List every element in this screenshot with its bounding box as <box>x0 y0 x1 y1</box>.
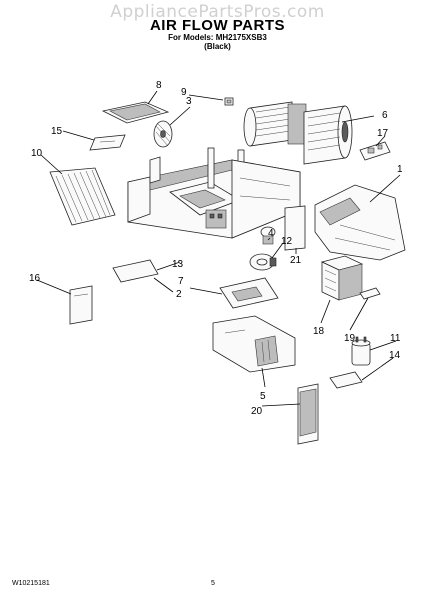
part-17-bracket <box>359 141 391 161</box>
page-title: AIR FLOW PARTS <box>149 17 286 34</box>
part-10-grille <box>49 167 116 226</box>
color-subtitle: (Black) <box>204 42 231 51</box>
callout-21: 21 <box>290 255 302 266</box>
callout-3: 3 <box>186 96 192 107</box>
callout-17: 17 <box>377 128 389 139</box>
page-number: 5 <box>211 580 215 587</box>
leader-lines <box>36 90 401 407</box>
callout-7: 7 <box>178 276 184 287</box>
part-20-vent <box>297 383 319 445</box>
part-9-clip <box>224 97 234 106</box>
callout-16: 16 <box>29 273 41 284</box>
part-14-bracket <box>329 371 363 389</box>
part-21-panel <box>284 205 306 251</box>
callout-numbers: 1 2 3 4 5 6 7 8 9 10 11 12 13 14 15 16 1… <box>29 80 403 417</box>
callout-1: 1 <box>397 164 403 175</box>
part-3-fan <box>153 120 173 148</box>
callout-6: 6 <box>382 110 388 121</box>
callout-13: 13 <box>172 259 184 270</box>
callout-18: 18 <box>313 326 325 337</box>
callout-10: 10 <box>31 148 43 159</box>
part-16-panel <box>69 285 93 325</box>
part-11-capacitor <box>351 336 371 366</box>
callout-8: 8 <box>156 80 162 91</box>
callout-5: 5 <box>260 391 266 402</box>
part-6-blower-motor <box>243 101 353 165</box>
part-7-plate <box>219 277 279 309</box>
part-5-vent-tray <box>212 315 296 373</box>
callout-14: 14 <box>389 350 401 361</box>
callout-9: 9 <box>181 87 187 98</box>
main-chassis <box>127 147 301 239</box>
watermark: AppliancePartsPros.com <box>110 2 325 22</box>
document-number: W10215181 <box>12 580 50 587</box>
callout-15: 15 <box>51 126 63 137</box>
callout-2: 2 <box>176 289 182 300</box>
callout-11: 11 <box>390 333 401 344</box>
callout-4: 4 <box>268 228 274 239</box>
part-12-ring <box>249 253 277 271</box>
part-1-air-duct <box>314 184 406 261</box>
model-subtitle: For Models: MH2175XSB3 <box>168 33 267 42</box>
part-18-transformer <box>320 255 364 301</box>
callout-20: 20 <box>251 406 263 417</box>
callout-12: 12 <box>281 236 293 247</box>
part-19-clip <box>359 287 381 300</box>
part-15-plate <box>89 134 126 151</box>
callout-19: 19 <box>344 333 356 344</box>
part-13-plate <box>112 259 159 283</box>
part-8-filter <box>101 101 170 124</box>
